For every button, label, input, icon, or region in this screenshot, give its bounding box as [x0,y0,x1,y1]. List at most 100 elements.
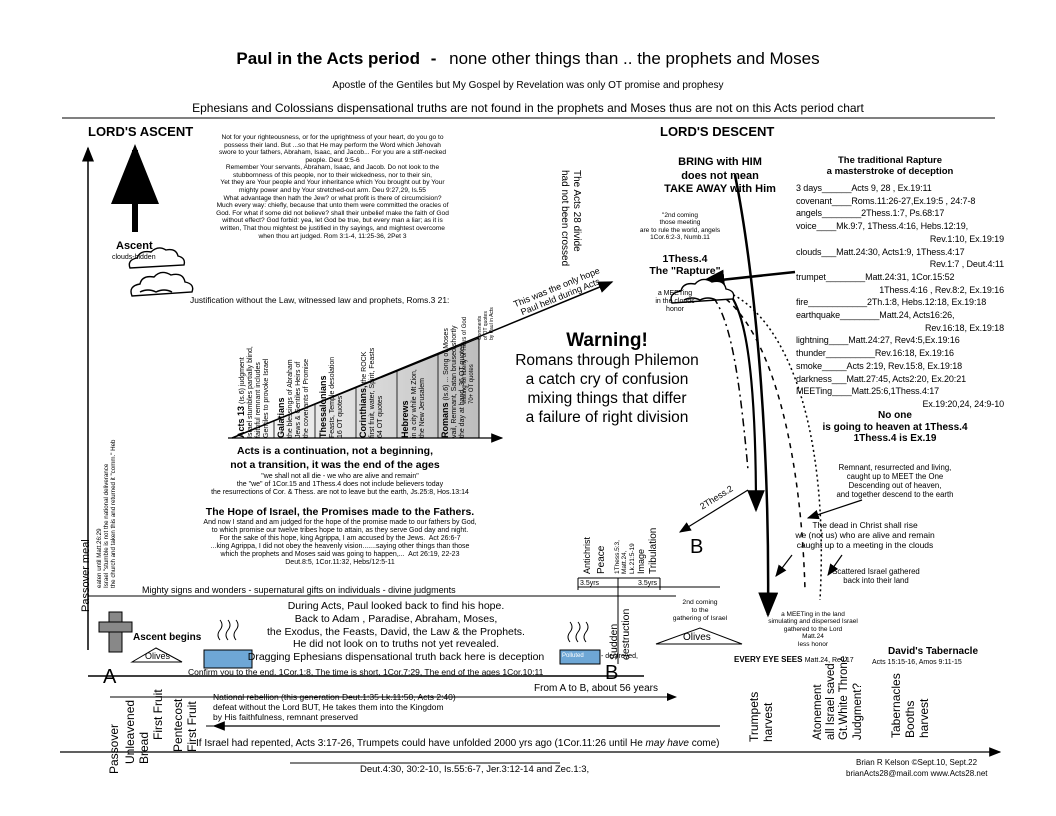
feast-unleavened-bread: Unleavened Bread [123,699,151,764]
meeting-in-land: a MEETing in the land simulating and dis… [768,611,858,648]
warning-block: Warning! Romans through Philemon a catch… [482,330,732,427]
dead-in-christ-text: The dead in Christ shall rise we (not us… [795,520,935,550]
no-one-to-heaven: No one is going to heaven at 1Thess.4 1T… [822,410,968,444]
feast-tabernacles: Tabernacles Booths harvest [889,673,931,738]
triangle-col-acts13: Acts 13 (Is.6) judgment Israel stumbles … [236,346,271,438]
warning-line-4: a failure of right division [525,409,689,426]
cross-beam [98,621,133,633]
descent-curve [733,174,779,618]
feast-trumpets: Trumpets harvest [747,691,775,742]
author-site: brianActs28@mail.com www.Acts28.net [846,769,988,778]
trad-row: angels________2Thess.1:7, Ps.68:17 [796,208,945,219]
trib-image: Image [636,548,646,574]
warning-line-1: Romans through Philemon [515,352,699,369]
second-coming-note: "2nd coming those meeting are to rule th… [639,212,721,242]
trib-peace: Peace [596,545,607,574]
scattered-israel-text: Scattered Israel gathered back into thei… [832,567,920,585]
bring-with-him: BRING with HIM does not mean TAKE AWAY w… [664,156,776,195]
meeting-clouds-label: a MEETing in the clouds honor [655,290,695,314]
feast-passover: Passover [107,723,121,774]
mighty-signs-text: Mighty signs and wonders - supernatural … [142,585,456,595]
olives-label-left: Olives [145,651,171,661]
trad-row: 1Thess.4:16 , Rev.8:2, Ex.19:16 [879,284,1004,295]
point-b-right: B [690,536,704,558]
continuation-line-1: Acts is a continuation, not a beginning, [236,445,433,457]
temple-block-right [559,649,601,665]
trad-row: thunder__________Rev.16:18, Ex.19:16 [796,348,954,359]
years-label-2: 3.5yrs [638,580,658,587]
olives-triangle-right [655,627,743,645]
page-title: Paul in the Acts period - none other thi… [0,49,1056,69]
trad-row: Rev.16:18, Ex.19:18 [925,322,1004,333]
point-a: A [103,666,117,688]
cloud-shapes [128,247,735,304]
smoke-icons [217,619,589,643]
remnant-arrow [806,499,863,520]
trad-row: covenant____Roms.11:26-27,Ex.19:5 , 24:7… [796,195,976,206]
davids-tabernacle-ref: Acts 15:15-16, Amos 9:11-15 [872,659,962,666]
temple-block-left [203,649,253,669]
triangle-col-thessalonians: Thessalonians Feasts, Temple desolation … [318,356,345,438]
trad-row: fire____________2Th.1:8, Hebs.12:18, Ex.… [796,297,987,308]
warning-line-3: mixing things that differ [527,390,687,407]
rapture-curve-3 [699,284,806,591]
olives-label-right: Olives [683,632,711,643]
warning-title: Warning! [566,330,648,351]
thess4-rapture-label: 1Thess.4 The "Rapture" [649,253,721,278]
title-main: Paul in the Acts period [236,49,420,68]
feast-pentecost: Pentecost First Fruit [171,698,199,752]
years-label-1: 3.5yrs [580,580,600,587]
lords-ascent-label: LORD'S ASCENT [88,124,194,139]
trad-row: Rev.1:10, Ex.19:19 [929,233,1004,244]
destroyed-label: - destroyed, [601,653,638,660]
continuation-line-2: not a transition, it was the end of the … [230,459,440,471]
polluted-label: Polluted [562,653,584,659]
shall-not-all-text: "we shall not all die - we who are alive… [211,473,469,497]
passover-meal-label: Passover meal [80,539,92,612]
rapture-curve-4 [699,284,823,601]
traditional-rapture-title: The traditional Rapture a masterstroke o… [826,155,954,177]
trib-antichrist: Antichrist [582,536,592,574]
trad-row: Rev.1:7 , Deut.4:11 [929,259,1004,270]
triangle-slope-arrow [231,281,614,439]
hope-of-israel-text: And now I stand and am judged for the ho… [203,519,477,567]
during-acts-text: During Acts, Paul looked back to find hi… [247,600,545,664]
ascent-begins-label: Ascent begins [133,632,202,643]
feast-atonement: Atonement all Israel saved Gt.White Thro… [812,655,864,740]
davids-tabernacle-title: David's Tabernacle [888,646,979,657]
every-eye-sees: EVERY EYE SEES Matt.24, Rev.17 [734,655,854,664]
triangle-col-hebrews: Hebrews in a city while Mt Zion, the New… [400,369,427,438]
triangle-col-liberty: waiting for liberty of Heirs of God 70+ … [462,316,475,404]
hope-of-israel-title: The Hope of Israel, the Promises made to… [205,506,475,518]
acts28-divide-label: The Acts 28 divide had not been crossed [559,170,583,267]
trib-thess5-refs: 1Thess.5:3, Matt.24, Lk.21:5-19 [614,540,636,574]
remnant-text: Remnant, resurrected and living, caught … [836,463,954,499]
title-rest: none other things than .. the prophets a… [449,49,820,68]
olives-triangle-left [130,647,183,663]
lords-descent-label: LORD'S DESCENT [660,124,775,139]
trad-row: earthquake________Matt.24, Acts16:26, [796,310,955,321]
warning-line-2: a catch cry of confusion [525,371,689,388]
justification-text: Justification without the Law, witnessed… [190,295,450,305]
trad-row: 3 days______Acts 9, 28 , Ex.19:11 [796,183,932,193]
author-credit: Brian R Kelson ©Sept.10, Sept.22 [856,758,978,767]
deut-bottom-text: Deut.4:30, 30:2-10, Is.55:6-7, Jer.3:12-… [360,764,590,775]
trad-row: voice____Mk.9:7, 1Thess.4:16, Hebs.12:19… [796,221,969,232]
triangle-col-corinthians: Corinthians, the ROCK first fruit, water… [358,347,385,438]
deuteronomy-text: Not for your righteousness, or for the u… [216,134,449,240]
trad-row: MEETing____Matt.25:6,1Thess.4:17 [796,386,940,397]
thess2-arrow [678,489,749,533]
traditional-rapture-list: 3 days______Acts 9, 28 , Ex.19:11 covena… [796,182,1004,411]
ascent-sub-label: clouds-hidden [112,254,156,261]
trad-row: smoke_____Acts 2:19, Rev.15:8, Ex.19:18 [796,360,963,371]
title-dash: - [430,49,437,68]
second-coming-gathering: 2nd coming to the gathering of Israel [672,599,728,622]
trad-rapture-arrow [699,269,796,290]
sudden-destruction: Sudden destruction [608,608,633,660]
trad-row: trumpet________Matt.24:31, 1Cor.15:52 [796,271,955,282]
triangle-col-galatians: Galatians the blessings of Abraham Jews … [276,359,311,438]
trad-row: lightning____Matt.24:27, Rev4:5,Ex.19:16 [796,335,960,346]
confirm-text: Confirm you to the end. 1Cor.1:8, The ti… [188,667,544,677]
